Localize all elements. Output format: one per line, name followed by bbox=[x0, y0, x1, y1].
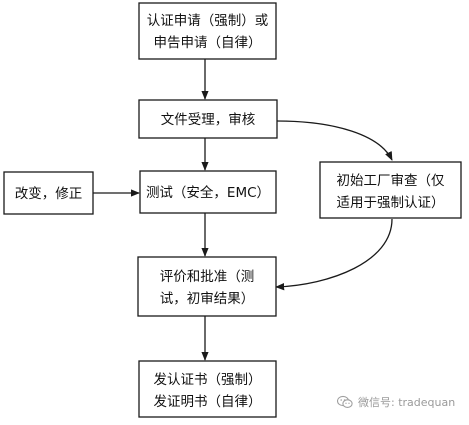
watermark-text: 微信号: tradequan bbox=[358, 396, 456, 409]
node-certification-application: 认证申请（强制）或 申告申请（自律） bbox=[138, 2, 277, 60]
node-modify-line-1: 改变，修正 bbox=[15, 186, 83, 202]
node-accept-line-1: 文件受理，审核 bbox=[161, 112, 256, 128]
node-apply-line-2: 申告申请（自律） bbox=[154, 35, 262, 51]
wechat-icon bbox=[337, 395, 353, 408]
node-factory-line-1: 初始工厂审查（仅 bbox=[337, 172, 445, 189]
node-apply-line-1: 认证申请（强制）或 bbox=[147, 13, 269, 29]
node-evaluate-line-1: 评价和批准（测 bbox=[160, 269, 255, 285]
node-factory-line-2: 适用于强制认证） bbox=[337, 195, 445, 211]
node-factory-inspection: 初始工厂审查（仅 适用于强制认证） bbox=[319, 161, 462, 219]
node-issue-line-1: 发认证书（强制） bbox=[154, 372, 262, 388]
watermark: 微信号: tradequan bbox=[337, 394, 455, 410]
edge-accept-to-factory bbox=[276, 120, 393, 161]
node-issue-line-2: 发证明书（自律） bbox=[154, 394, 262, 410]
node-evaluate-line-2: 试，初审结果） bbox=[160, 290, 255, 307]
node-modification: 改变，修正 bbox=[3, 171, 94, 215]
edge-factory-to-evaluate bbox=[275, 218, 393, 291]
node-evaluation-approval: 评价和批准（测 试，初审结果） bbox=[137, 256, 277, 317]
node-document-review: 文件受理，审核 bbox=[138, 99, 278, 139]
node-certificate-issuance: 发认证书（强制） 发证明书（自律） bbox=[138, 360, 277, 418]
node-testing: 测试（安全，EMC） bbox=[139, 170, 277, 214]
node-test-line-1: 测试（安全，EMC） bbox=[146, 184, 270, 201]
